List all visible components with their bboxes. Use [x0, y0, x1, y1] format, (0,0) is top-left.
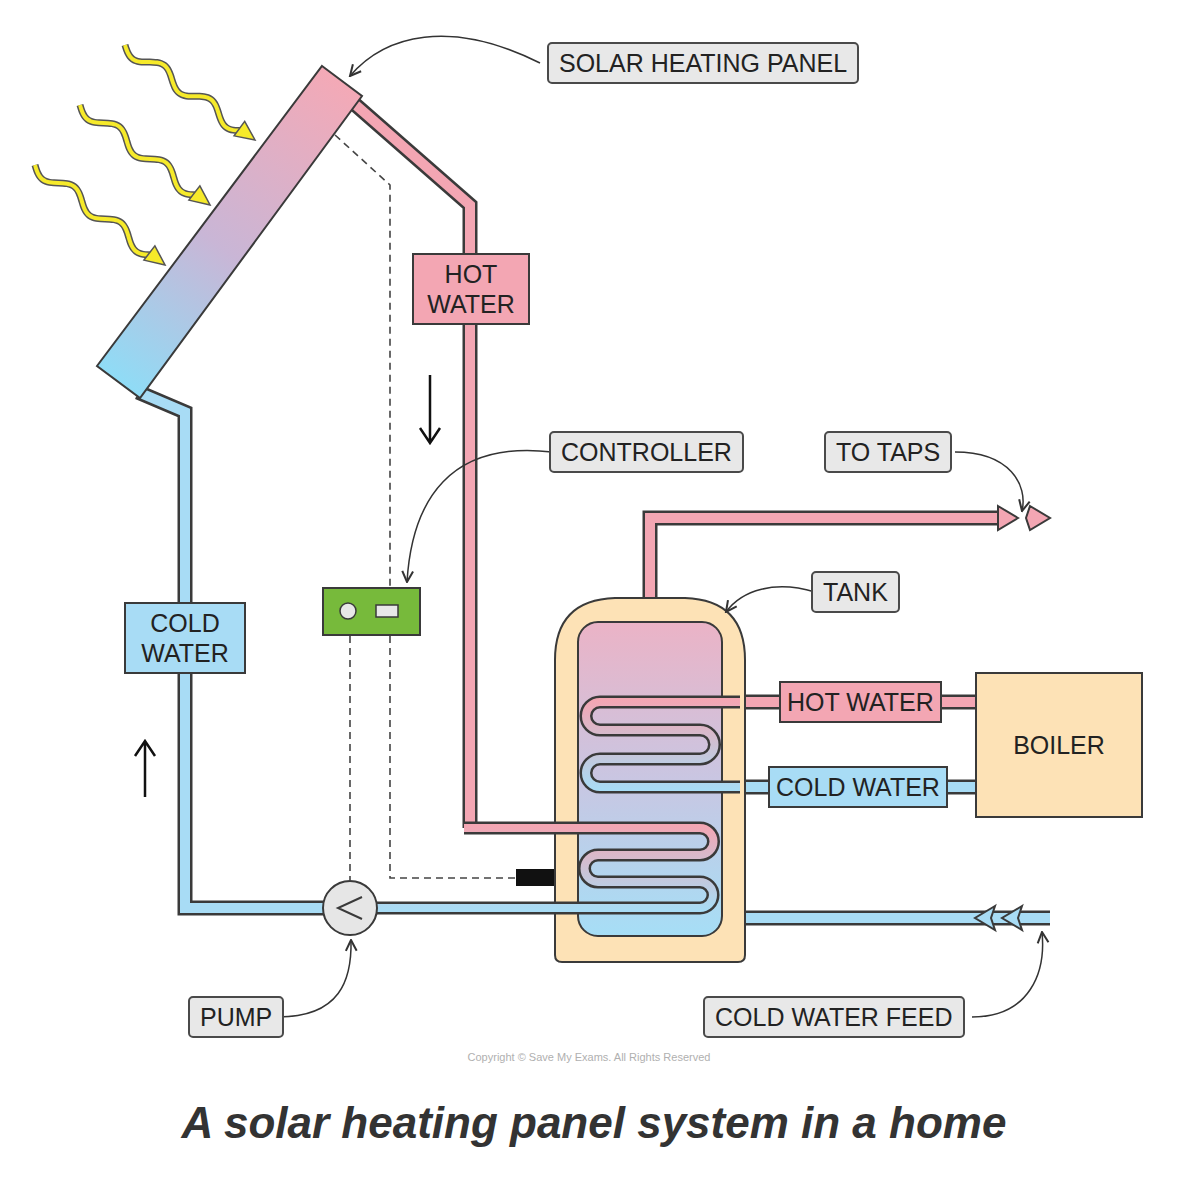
leader-lines-part: [972, 932, 1043, 1017]
caption: A solar heating panel system in a home: [0, 1098, 1188, 1148]
controller-box-part: [323, 588, 420, 635]
boiler-coil-part: [586, 702, 740, 787]
pipe-label: HOT WATER: [412, 253, 530, 325]
pipe-connector: [942, 702, 975, 703]
pipe-fill: [948, 782, 975, 792]
leader-lines-part: [726, 587, 815, 612]
sun-ray: [35, 165, 152, 255]
control-wires-part: [390, 636, 516, 878]
cold-feed-pipe-part: [975, 906, 995, 930]
taps-pipe-part: [1026, 506, 1050, 530]
pipe-label: COLD WATER: [768, 766, 948, 808]
taps-pipe-part: [998, 506, 1018, 530]
boiler-coil-part: [586, 702, 740, 787]
callout-tag: TANK: [811, 571, 900, 613]
node-text: CONTROLLER: [561, 437, 732, 467]
controller-box-part: [340, 603, 356, 619]
callout-tag: PUMP: [188, 996, 284, 1038]
sun-ray-head: [144, 246, 165, 265]
leader-lines-part: [955, 452, 1023, 511]
pump-symbol-part: [338, 897, 362, 919]
control-wires-part: [349, 636, 351, 880]
hot-pipe: [350, 100, 470, 828]
node-text: SOLAR HEATING PANEL: [559, 48, 847, 78]
control-wires-part: [335, 135, 390, 590]
leader-lines-part: [407, 450, 552, 582]
flow-arrows: [135, 375, 440, 797]
solar-coil-part: [360, 828, 714, 908]
solar-coil-part: [360, 828, 714, 908]
node-text: COLD WATER: [776, 772, 940, 802]
node-text: COLD WATER: [132, 608, 238, 668]
controller-box: [323, 588, 420, 635]
cold-feed-pipe: [735, 906, 1050, 930]
pipe-outline: [942, 695, 975, 710]
node-text: BOILER: [1013, 730, 1105, 760]
copyright-note: Copyright © Save My Exams. All Rights Re…: [0, 1051, 1178, 1063]
tank-body-part: [578, 622, 722, 936]
leader-lines: [278, 36, 1043, 1017]
node-text: TANK: [823, 577, 888, 607]
pipe-label: HOT WATER: [779, 681, 942, 723]
solar-panel: [97, 66, 362, 398]
pipe-outline: [948, 780, 975, 795]
callout-tag: SOLAR HEATING PANEL: [547, 42, 859, 84]
sun-ray: [80, 105, 197, 195]
callout-tag: CONTROLLER: [549, 431, 744, 473]
sun-ray: [125, 45, 242, 131]
hot-pipe-part: [350, 100, 470, 828]
pump-symbol-part: [323, 881, 377, 935]
flow-arrows-part: [135, 741, 155, 797]
solar-panel-part: [97, 66, 362, 398]
solar-coil: [360, 828, 714, 908]
leader-lines-part: [350, 36, 540, 76]
pipe-connector: [948, 787, 975, 788]
callout-tag: COLD WATER FEED: [703, 996, 965, 1038]
sun-ray: [35, 165, 152, 255]
node-text: TO TAPS: [836, 437, 940, 467]
node-text: COLD WATER FEED: [715, 1002, 953, 1032]
flow-arrows-part: [420, 375, 440, 443]
callout-tag: TO TAPS: [824, 431, 952, 473]
temperature-sensor: [516, 869, 554, 886]
node-text: HOT WATER: [787, 687, 934, 717]
controller-box-part: [376, 605, 398, 617]
pump-symbol: [323, 881, 377, 935]
sun-ray: [80, 105, 197, 195]
cold-feed-pipe-part: [1002, 906, 1022, 930]
sun-ray: [125, 45, 242, 131]
leader-lines-part: [278, 940, 351, 1017]
sun-ray-head: [234, 121, 255, 140]
pipe-fill: [942, 697, 975, 707]
boiler-coil: [586, 702, 740, 787]
hot-pipe-part: [350, 100, 470, 828]
node-text: PUMP: [200, 1002, 272, 1032]
pipe-label: COLD WATER: [124, 602, 246, 674]
sun-ray-head: [189, 186, 210, 205]
boiler-box: BOILER: [975, 672, 1143, 818]
node-text: HOT WATER: [420, 259, 522, 319]
